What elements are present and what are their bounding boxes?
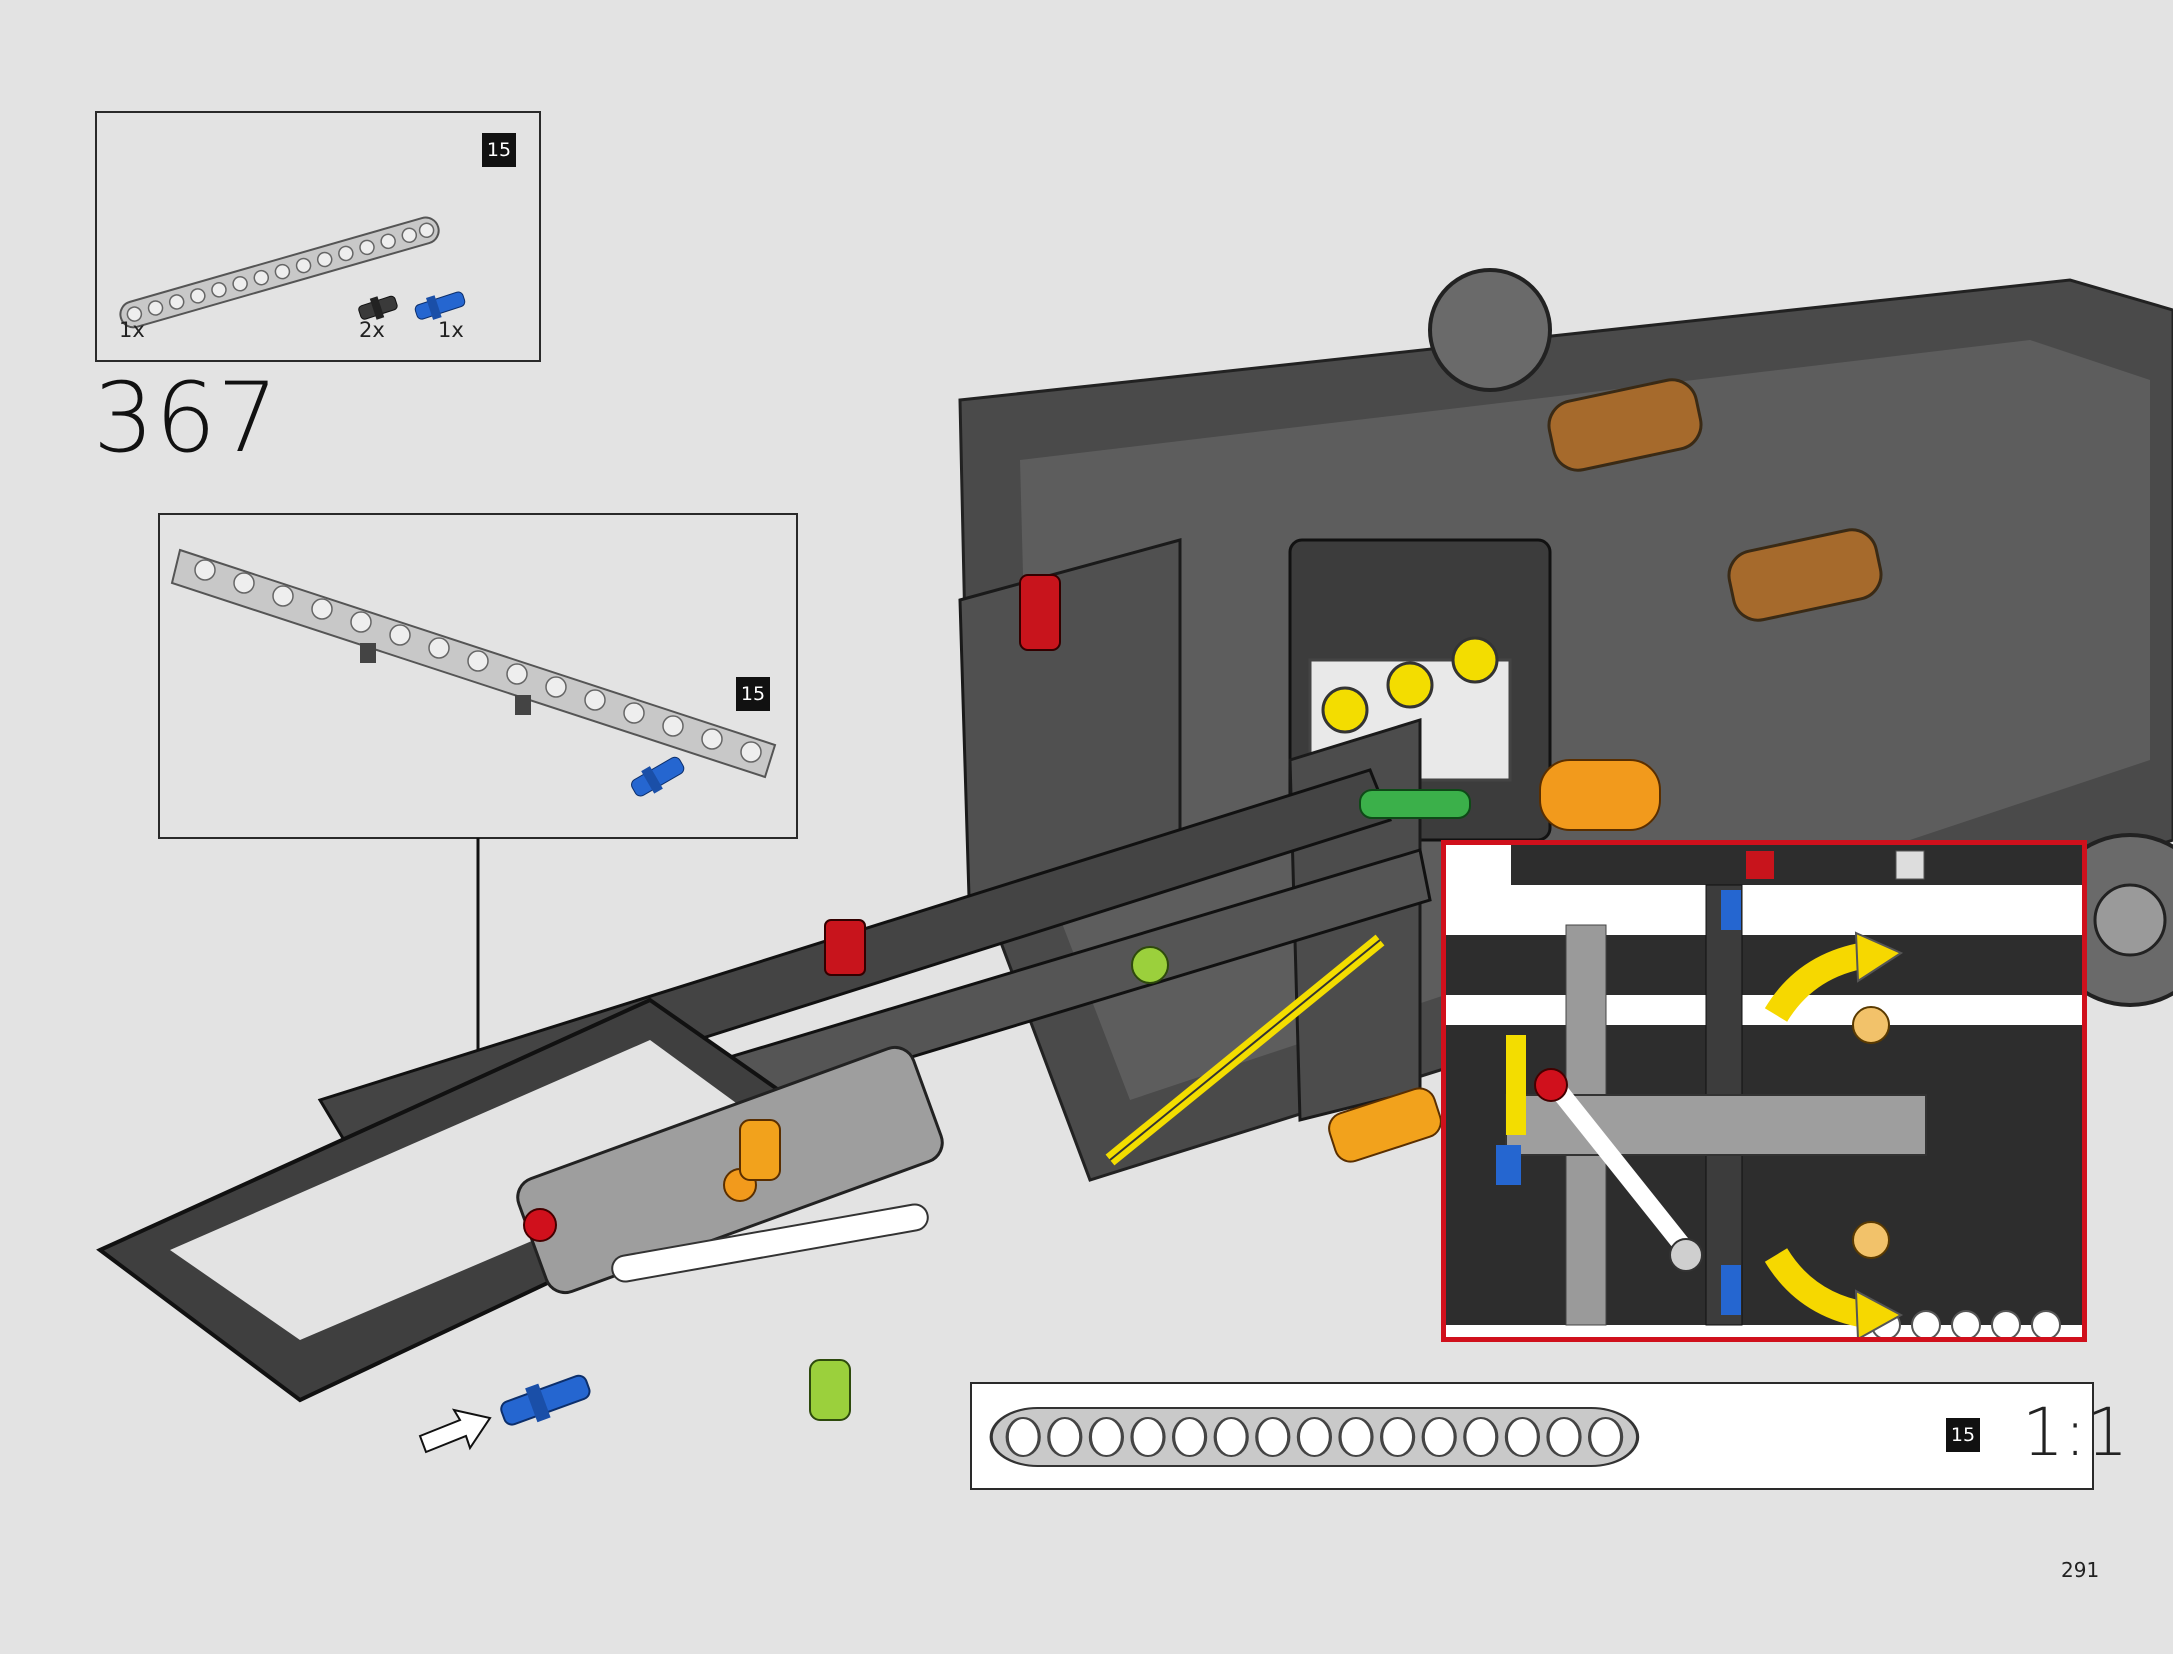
parts-callout-art [119,216,466,329]
subassembly-length-badge: 15 [736,677,770,711]
ruler-hole [1588,1417,1624,1457]
ruler-hole [1088,1417,1125,1457]
scale-ruler-beam [989,1407,1640,1467]
step-number: 367 [93,362,280,474]
ruler-hole [1172,1417,1208,1457]
subassembly-panel: 15 [158,513,798,839]
ruler-hole [1255,1417,1291,1457]
main-model-illustration [96,268,2173,1454]
friction-pin-icon [358,295,398,320]
detail-inset-art [1446,845,2082,1337]
ruler-hole [1213,1417,1249,1457]
blue-pin-icon [631,756,685,797]
parts-callout: 15 1x 2x 1x [95,111,541,362]
ruler-hole [1421,1417,1457,1457]
ruler-hole [1047,1417,1083,1457]
scale-ruler-panel: 15 1:1 [970,1382,2128,1490]
ruler-hole [1380,1417,1416,1457]
qty-friction-pin: 2x [359,318,385,342]
ruler-hole [1546,1417,1582,1457]
beam-length-badge: 15 [482,133,516,167]
page-number: 291 [2061,1558,2100,1582]
ruler-length-badge: 15 [1946,1418,1980,1452]
ruler-hole [1130,1417,1166,1457]
axle-pin-icon [414,291,466,320]
rotate-arrow-bottom-icon [1764,1248,1904,1337]
ruler-hole [1296,1417,1333,1457]
ruler-hole [1463,1417,1499,1457]
technic-beam-15-icon [119,216,440,329]
subassembly-art [170,548,777,797]
qty-axle-pin: 1x [438,318,464,342]
scale-label: 1:1 [2022,1394,2129,1471]
ruler-hole [1005,1417,1041,1457]
qty-beam: 1x [119,318,145,342]
ruler-hole [1338,1417,1374,1457]
detail-inset [1441,840,2087,1342]
rotate-arrow-top-icon [1764,931,1904,1022]
ruler-hole [1504,1417,1541,1457]
insert-pin-icon [500,1374,591,1426]
assembled-beam-icon [170,548,777,779]
